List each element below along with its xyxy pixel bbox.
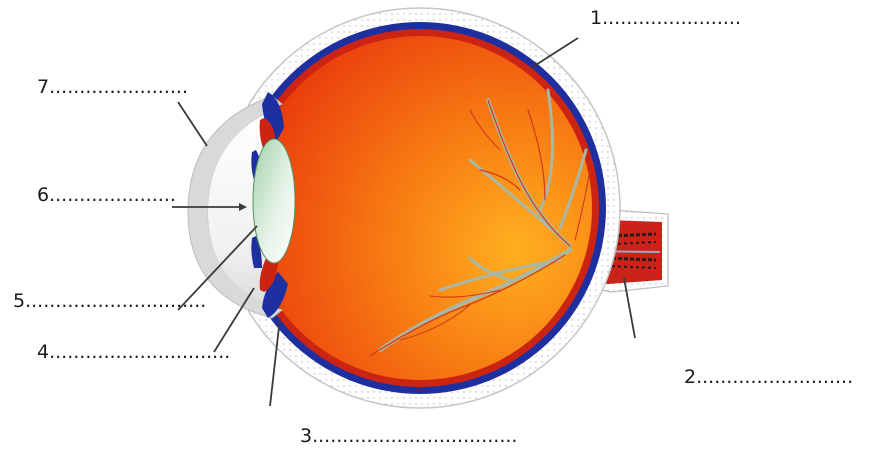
label-4: 4.............................. [37,343,230,362]
label-3: 3.................................. [300,427,517,446]
label-6: 6..................... [37,186,176,205]
label-5: 5.............................. [13,292,206,311]
label-2: 2.......................... [684,368,853,387]
pointer-line-7 [178,102,207,146]
label-7: 7....................... [37,78,188,97]
label-1: 1....................... [590,9,741,28]
lens [253,139,295,263]
